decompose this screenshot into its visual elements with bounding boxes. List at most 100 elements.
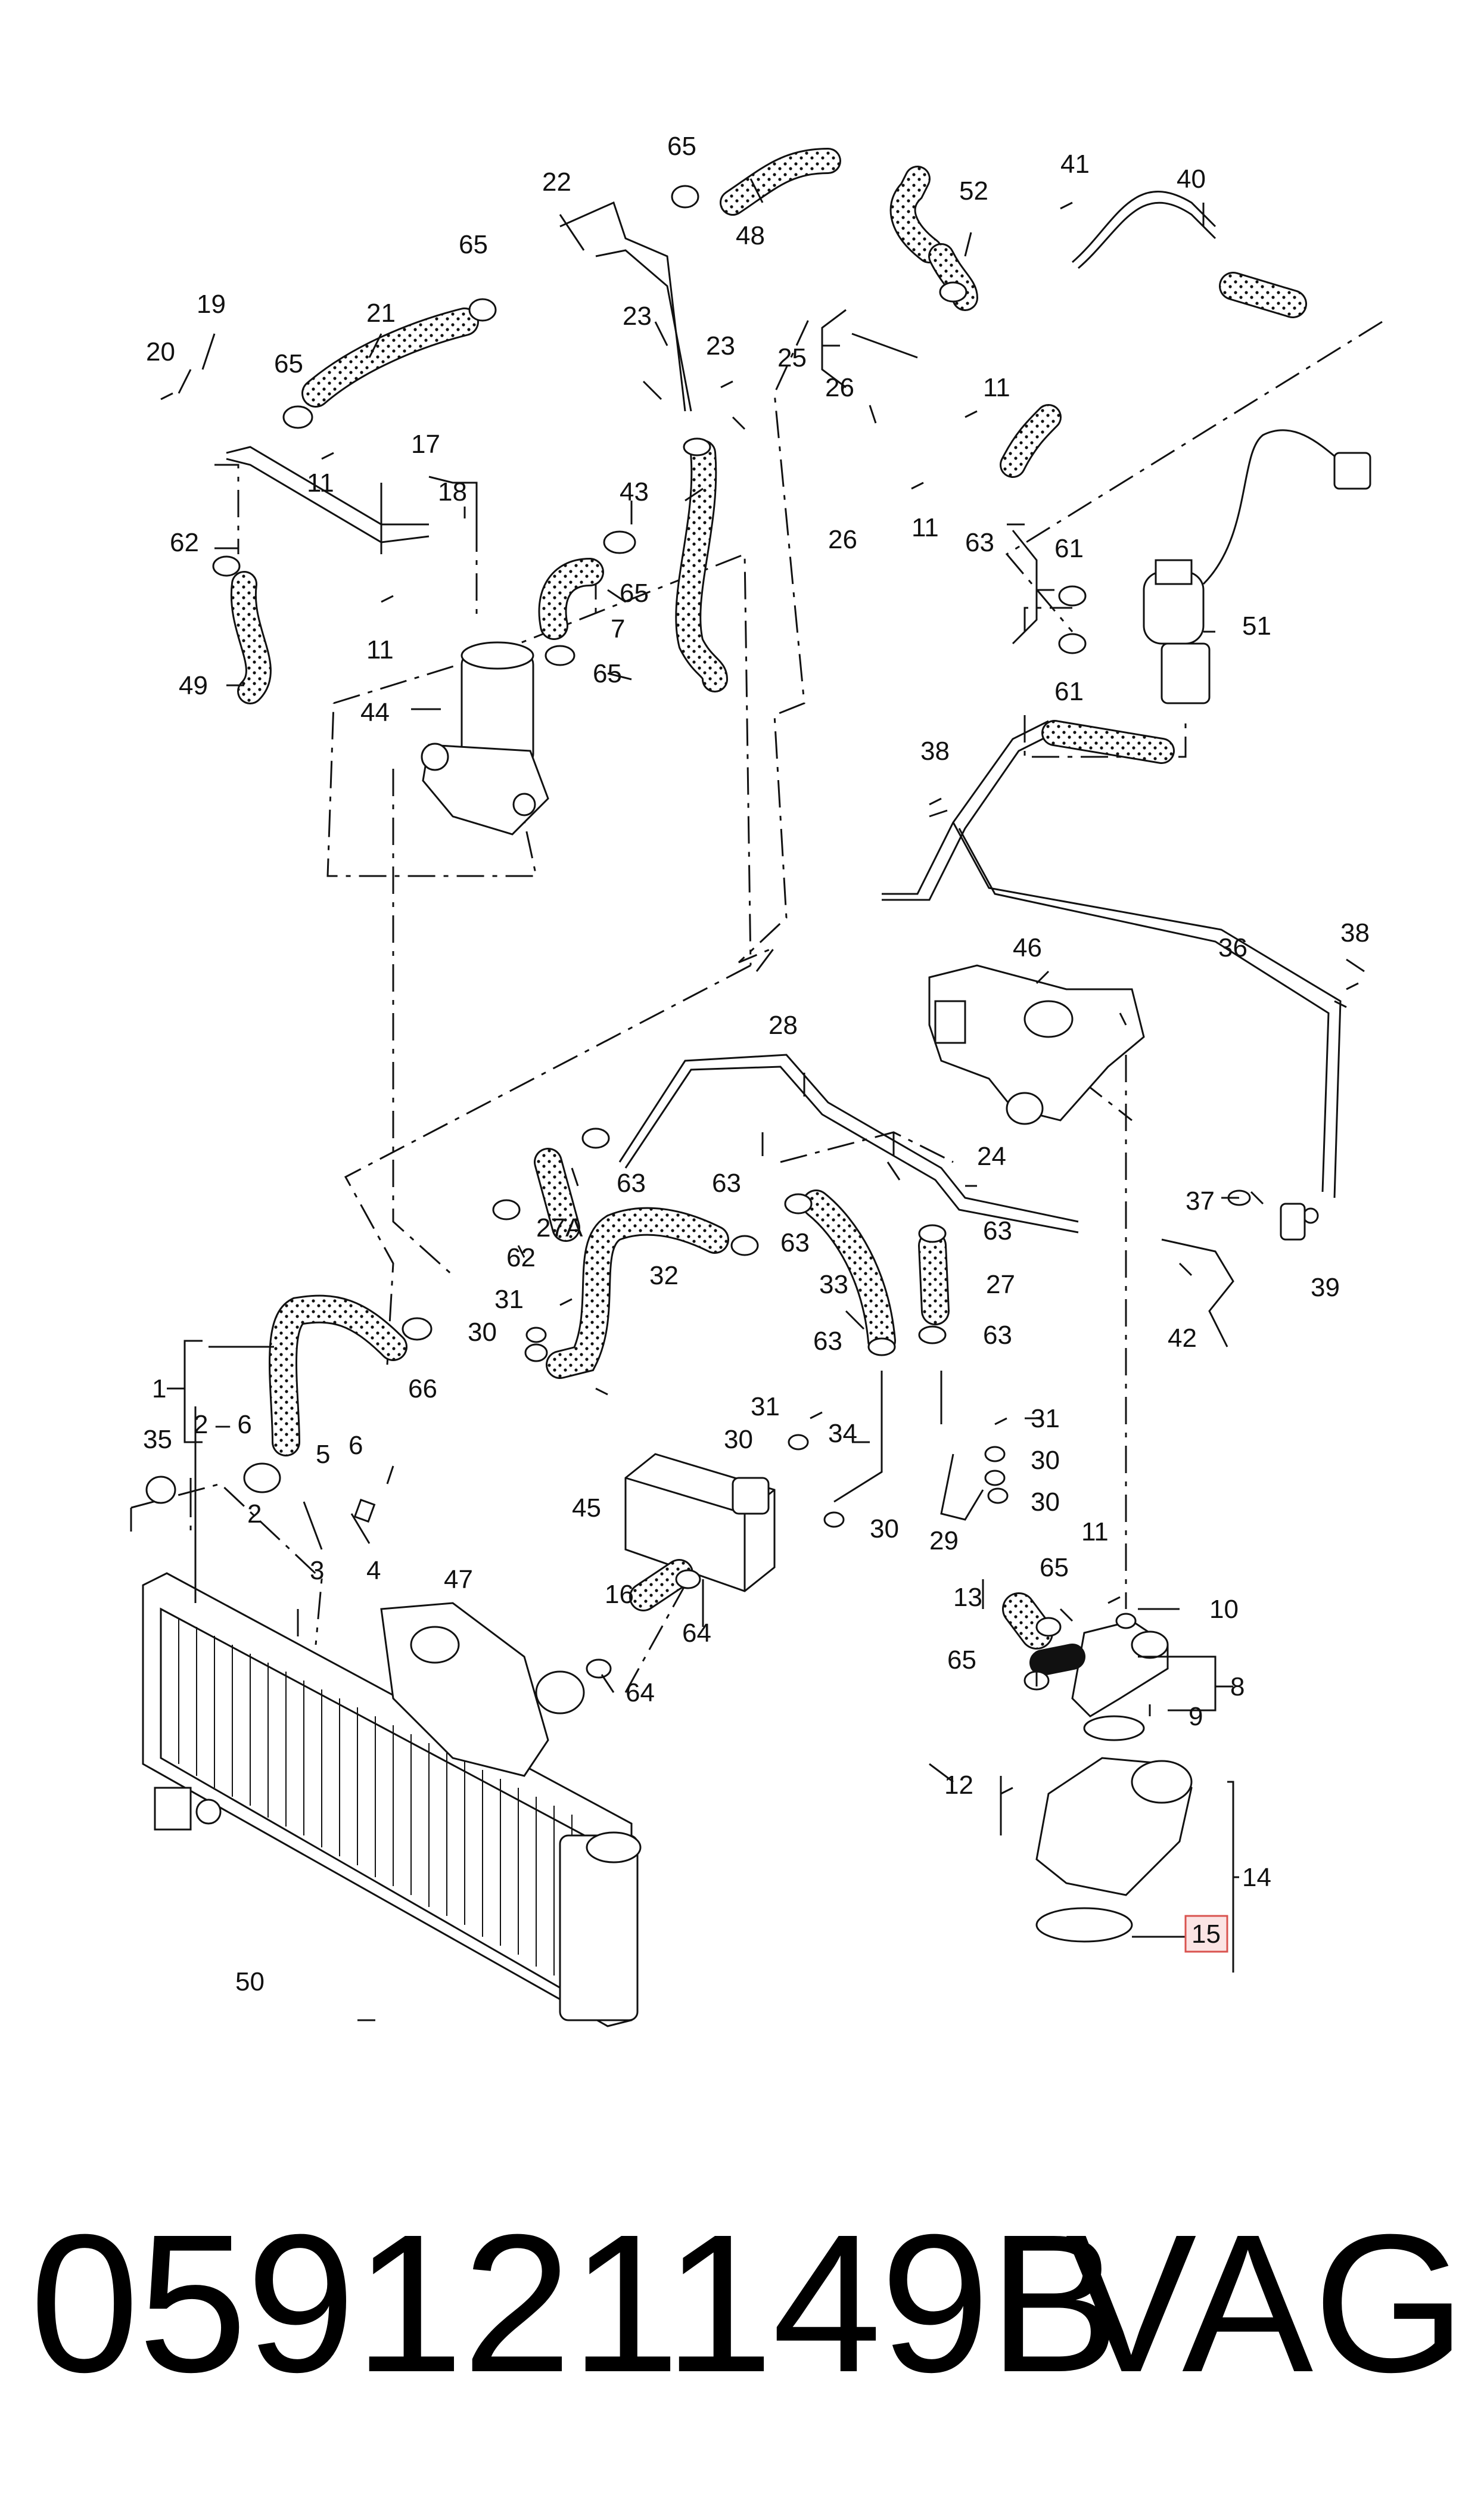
egr-module-46	[928, 964, 1145, 1125]
label-65: 65	[947, 1645, 976, 1675]
highlight-box	[1184, 1915, 1228, 1953]
label-50: 50	[235, 1967, 265, 1996]
label-2: 2	[247, 1499, 262, 1529]
label-63: 63	[780, 1228, 810, 1257]
label-19: 19	[197, 290, 226, 319]
label-22: 22	[542, 167, 571, 197]
label-38: 38	[1340, 918, 1370, 948]
label-37: 37	[1186, 1186, 1215, 1216]
label-31: 31	[494, 1285, 524, 1314]
assembly-lines	[130, 315, 1383, 2021]
label-28: 28	[769, 1011, 798, 1040]
label-6: 6	[349, 1431, 363, 1460]
label-30: 30	[870, 1514, 899, 1543]
label-63: 63	[712, 1169, 741, 1198]
hoses	[230, 148, 1307, 1676]
label-11: 11	[366, 635, 394, 664]
water-pump-47	[380, 1602, 585, 1777]
label-63: 63	[983, 1321, 1012, 1350]
label-24: 24	[977, 1142, 1006, 1171]
label-63: 63	[965, 528, 994, 557]
label-49: 49	[179, 671, 208, 700]
label-52: 52	[959, 176, 988, 206]
label-32: 32	[649, 1261, 679, 1290]
label-16: 16	[605, 1580, 634, 1609]
label-63: 63	[813, 1327, 842, 1356]
label-46: 46	[1013, 933, 1042, 962]
brand-text: VAG	[1065, 2193, 1466, 2413]
label-7: 7	[611, 614, 625, 644]
label-9: 9	[1189, 1702, 1203, 1731]
label-23: 23	[623, 302, 652, 331]
label-61: 61	[1054, 534, 1084, 563]
label-25: 25	[777, 343, 807, 372]
label-34: 34	[828, 1419, 857, 1448]
part-labels: 65 22 48 65 19 21 23 20 65 23 11 17 18 4…	[143, 132, 1370, 1996]
label-51: 51	[1242, 611, 1271, 641]
label-62: 62	[170, 528, 199, 557]
label-65: 65	[274, 349, 303, 378]
label-66: 66	[408, 1374, 437, 1403]
label-30: 30	[468, 1318, 497, 1347]
label-63: 63	[983, 1216, 1012, 1245]
label-15-highlighted: 15	[1191, 1919, 1221, 1949]
label-10: 10	[1209, 1595, 1239, 1624]
label-64: 64	[682, 1619, 711, 1648]
label-40: 40	[1177, 164, 1206, 194]
label-61: 61	[1054, 677, 1084, 706]
label-30: 30	[1031, 1446, 1060, 1475]
label-39: 39	[1311, 1273, 1340, 1302]
label-31: 31	[751, 1392, 780, 1421]
label-30: 30	[724, 1425, 753, 1454]
part-number-text: 059121149B	[30, 2193, 1119, 2413]
label-27: 27	[986, 1270, 1015, 1299]
label-11: 11	[1081, 1517, 1109, 1546]
oil-cooler-45	[624, 1453, 776, 1592]
label-20: 20	[146, 337, 175, 366]
label-65: 65	[667, 132, 696, 161]
label-33: 33	[819, 1270, 848, 1299]
fasteners	[145, 185, 1359, 1795]
label-65: 65	[459, 230, 488, 259]
label-65: 65	[620, 579, 649, 608]
label-65: 65	[593, 659, 622, 688]
label-14: 14	[1242, 1863, 1271, 1892]
label-5: 5	[316, 1440, 330, 1469]
label-1: 1	[152, 1374, 166, 1403]
label-35: 35	[143, 1425, 172, 1454]
radiator-50	[142, 1572, 642, 2027]
label-45: 45	[572, 1493, 601, 1523]
label-11: 11	[983, 373, 1010, 402]
label-4: 4	[366, 1556, 381, 1585]
label-13: 13	[953, 1583, 982, 1612]
pipes	[226, 191, 1342, 1521]
valve-51	[1143, 429, 1371, 704]
thermostat-housing-8	[1071, 1620, 1169, 1741]
label-44: 44	[360, 698, 390, 727]
label-26: 26	[825, 373, 854, 402]
label-64: 64	[626, 1678, 655, 1707]
label-41: 41	[1060, 150, 1090, 179]
label-62: 62	[506, 1243, 536, 1272]
label-2-6: 2 – 6	[194, 1410, 252, 1439]
label-36: 36	[1218, 933, 1247, 962]
label-3: 3	[310, 1556, 324, 1585]
label-29: 29	[929, 1526, 959, 1555]
leader-lines	[167, 178, 1365, 1973]
label-42: 42	[1168, 1324, 1197, 1353]
label-27A: 27A	[536, 1213, 583, 1243]
oil-filter-housing-44	[421, 641, 549, 835]
label-17: 17	[411, 430, 440, 459]
label-48: 48	[736, 221, 765, 250]
label-18: 18	[438, 477, 467, 507]
label-65: 65	[1040, 1553, 1069, 1582]
label-43: 43	[620, 477, 649, 507]
label-11: 11	[307, 468, 334, 498]
label-21: 21	[366, 299, 396, 328]
parts-exploded-diagram: 65 22 48 65 19 21 23 20 65 23 11 17 18 4…	[130, 132, 1383, 2027]
label-26: 26	[828, 525, 857, 554]
label-23: 23	[706, 331, 735, 361]
label-63: 63	[617, 1169, 646, 1198]
label-12: 12	[944, 1771, 973, 1800]
label-38: 38	[920, 737, 950, 766]
